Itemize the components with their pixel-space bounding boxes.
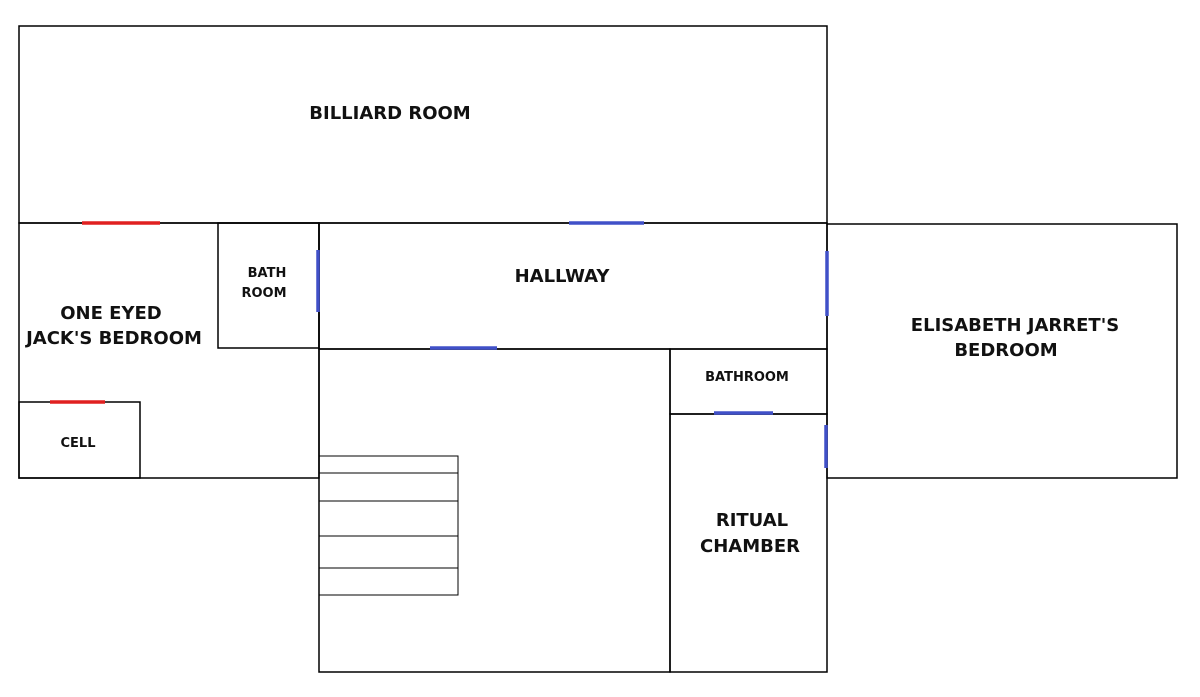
elisabeth-bedroom-label-line1: ELISABETH JARRET'S — [911, 315, 1119, 336]
stair-step — [318, 455, 459, 474]
hallway-label: HALLWAY — [515, 266, 611, 287]
jacks-bedroom-label-line2: JACK'S BEDROOM — [24, 328, 202, 349]
bath-room-label-line1: BATH — [248, 266, 287, 281]
billiard-room-outline — [18, 25, 828, 224]
stair-step — [318, 567, 459, 596]
bath-room-label-line2: ROOM — [241, 286, 286, 301]
ritual-chamber-label-line2: CHAMBER — [700, 536, 800, 557]
bathroom-label: BATHROOM — [705, 370, 789, 385]
stair-step — [318, 535, 459, 569]
billiard-room-label: BILLIARD ROOM — [309, 103, 470, 124]
elisabeth-bedroom-outline — [826, 223, 1178, 479]
stairwell-outline — [318, 348, 671, 673]
ritual-chamber-label-line1: RITUAL — [716, 510, 788, 531]
staircase — [318, 455, 459, 596]
elisabeth-bedroom-label-line2: BEDROOM — [954, 340, 1057, 361]
jacks-bedroom-label-line1: ONE EYED — [60, 303, 162, 324]
stair-step — [318, 500, 459, 537]
stair-step — [318, 472, 459, 502]
cell-label: CELL — [61, 436, 96, 451]
